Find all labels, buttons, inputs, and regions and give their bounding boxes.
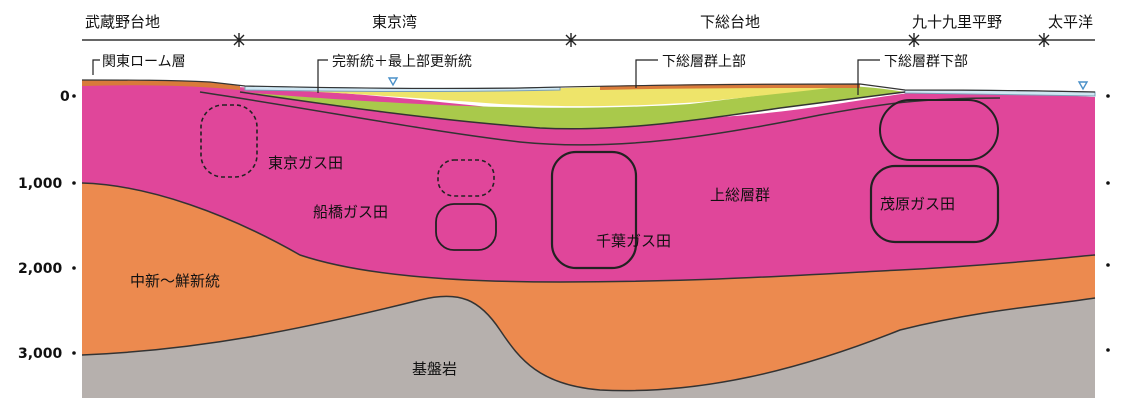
callout-leader-shimousa-upper	[635, 59, 658, 88]
kazusa-base-line	[81, 182, 1096, 283]
depth-tick-dots-right	[1106, 94, 1110, 352]
gas-field-label-tokyo: 東京ガス田	[268, 154, 343, 172]
funabashi-gas-field-outline-upper	[437, 159, 495, 197]
funabashi-gas-field-outline-lower	[435, 203, 497, 251]
region-label-shimousa: 下総台地	[700, 13, 760, 31]
basement-layer	[82, 296, 1095, 398]
shimousa-base-line	[199, 91, 1001, 146]
depth-tick-0: 0	[60, 89, 70, 105]
callout-shimousa-lower: 下総層群下部	[884, 54, 968, 70]
callout-leader-holocene	[317, 59, 328, 93]
depth-tick-dots-left	[72, 94, 76, 355]
boundary-marker-2	[565, 33, 577, 47]
gas-field-label-funabashi: 船橋ガス田	[313, 203, 388, 221]
callout-kanto-loam: 関東ローム層	[102, 54, 186, 70]
shimousa-lower-layer	[240, 86, 905, 129]
holocene-base-line	[239, 91, 906, 130]
tokyo-gas-field-outline	[200, 104, 258, 178]
pacific-water-level-icon	[1077, 81, 1089, 91]
callout-holocene: 完新統＋最上部更新統	[332, 54, 472, 70]
region-boundary-markers	[233, 33, 1050, 47]
region-label-kujukuri: 九十九里平野	[912, 13, 1002, 31]
callout-leader-shimousa-lower	[857, 59, 880, 95]
gas-field-label-chiba: 千葉ガス田	[596, 232, 671, 250]
depth-tick-3000: 3,000	[18, 346, 63, 362]
tokyo-bay-water-level-icon	[387, 77, 399, 87]
layer-label-basement: 基盤岩	[412, 360, 457, 378]
gas-field-label-mobara: 茂原ガス田	[880, 195, 955, 213]
basement-top-line	[81, 295, 1096, 392]
callout-leader-loam	[92, 59, 100, 75]
layer-label-miocene: 中新～鮮新統	[130, 272, 220, 290]
region-label-musashino: 武蔵野台地	[85, 13, 160, 31]
mobara-gas-field-outline-lower	[869, 164, 1000, 244]
boundary-marker-4	[1038, 33, 1050, 47]
region-label-tokyo-bay: 東京湾	[372, 13, 417, 31]
chiba-gas-field-outline	[550, 150, 638, 270]
kanto-loam-layer	[82, 80, 240, 90]
mobara-gas-field-outline-upper	[879, 99, 999, 161]
kazusa-group-layer	[82, 82, 1095, 282]
surface-line	[81, 79, 1096, 93]
depth-tick-1000: 1,000	[18, 176, 63, 192]
callout-shimousa-upper: 下総層群上部	[662, 54, 746, 70]
region-label-pacific: 太平洋	[1048, 13, 1093, 31]
boundary-marker-3	[908, 33, 920, 47]
depth-tick-2000: 2,000	[18, 261, 63, 277]
boundary-marker-1	[233, 33, 245, 47]
holocene-layer	[240, 84, 860, 107]
miocene-pliocene-layer	[82, 183, 1095, 391]
layer-label-kazusa: 上総層群	[710, 186, 770, 204]
